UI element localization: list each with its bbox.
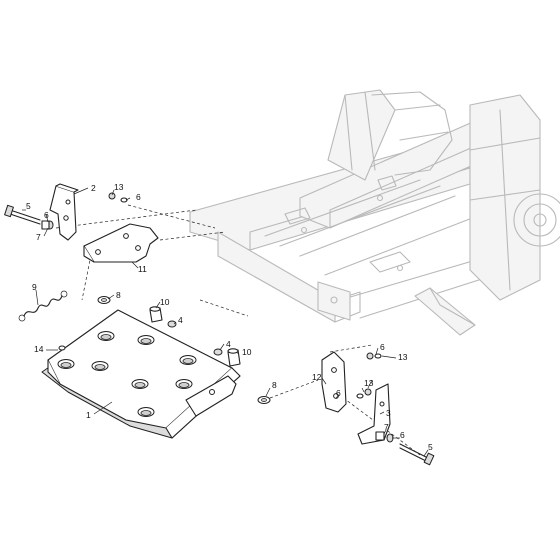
callout-1: 1 xyxy=(86,410,91,420)
callout-13: 13 xyxy=(398,352,408,362)
callout-8: 8 xyxy=(272,380,277,390)
callout-10: 10 xyxy=(160,297,170,307)
callout-2: 2 xyxy=(91,183,96,193)
callout-4: 4 xyxy=(178,315,183,325)
machine-chassis-outline xyxy=(189,89,560,336)
callout-7: 7 xyxy=(384,422,389,432)
callout-6: 6 xyxy=(380,342,385,352)
hinge-bracket-11 xyxy=(83,223,159,263)
callout-6: 6 xyxy=(44,210,49,220)
leader-lines xyxy=(22,187,429,457)
callout-8: 8 xyxy=(116,290,121,300)
bracket-3 xyxy=(357,383,391,445)
bracket-2 xyxy=(49,183,79,241)
callout-3: 3 xyxy=(386,408,391,418)
callout-12: 12 xyxy=(312,372,322,382)
callout-13: 13 xyxy=(114,182,124,192)
callout-11: 11 xyxy=(138,264,147,274)
callout-6: 6 xyxy=(136,192,141,202)
bracket-12 xyxy=(321,351,347,413)
callout-13: 13 xyxy=(364,378,374,388)
callout-6: 6 xyxy=(400,430,405,440)
fasteners xyxy=(4,192,435,466)
callout-14: 14 xyxy=(34,344,44,354)
callout-7: 7 xyxy=(36,232,41,242)
callout-labels: 2 5 6 7 13 6 11 9 8 10 4 14 4 10 1 8 6 1… xyxy=(26,182,433,452)
spring-9 xyxy=(18,290,68,322)
callout-5: 5 xyxy=(428,442,433,452)
callout-10: 10 xyxy=(242,347,252,357)
callout-6: 6 xyxy=(336,388,341,398)
callout-5: 5 xyxy=(26,201,31,211)
callout-9: 9 xyxy=(32,282,37,292)
callout-4: 4 xyxy=(226,339,231,349)
step-plate xyxy=(41,309,241,439)
